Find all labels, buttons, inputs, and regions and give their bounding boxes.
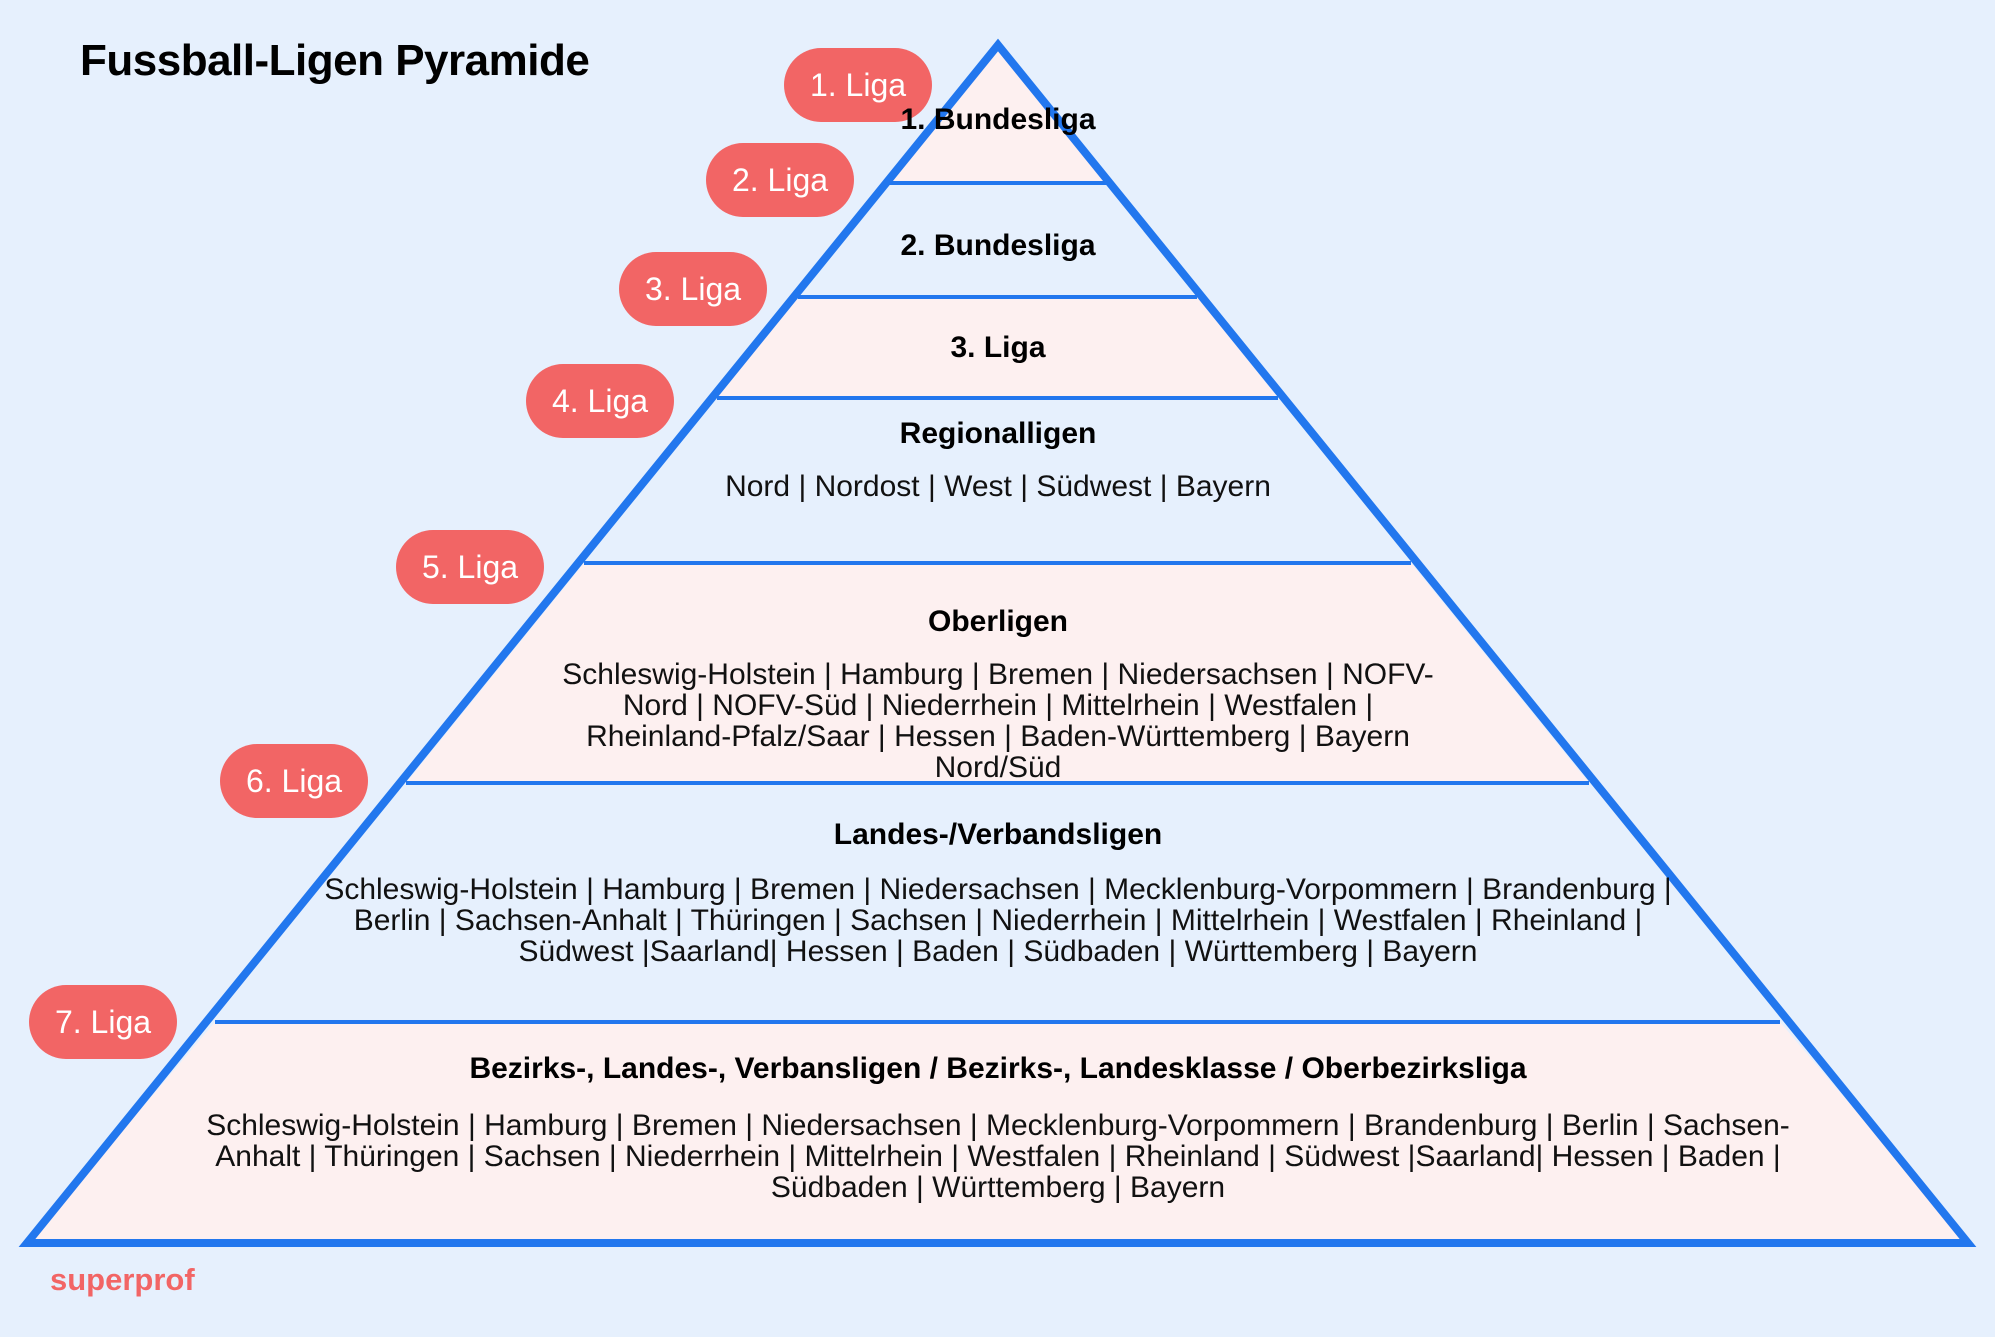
tier-4-label: Regionalligen Nord | Nordost | West | Sü… — [648, 414, 1348, 502]
tier-7-desc: Schleswig-Holstein | Hamburg | Bremen | … — [206, 1109, 1790, 1204]
tier-3-fill — [717, 297, 1278, 398]
tier-6-label: Landes-/Verbandsligen Schleswig-Holstein… — [288, 815, 1708, 967]
tier-6-fill — [215, 783, 1780, 1022]
tier-2-title: 2. Bundesliga — [900, 229, 1096, 262]
level-pill-2: 2. Liga — [706, 143, 854, 217]
tier-4-desc: Nord | Nordost | West | Südwest | Bayern — [725, 470, 1271, 503]
level-pill-4: 4. Liga — [526, 364, 674, 438]
level-pill-3: 3. Liga — [619, 252, 767, 326]
tier-2-fill — [798, 183, 1197, 297]
tier-5-title: Oberligen — [927, 605, 1069, 638]
tier-7-label: Bezirks-, Landes-, Verbansligen / Bezirk… — [173, 1049, 1823, 1203]
level-pill-6: 6. Liga — [220, 744, 368, 818]
level-pill-7: 7. Liga — [29, 985, 177, 1059]
tier-5-desc: Schleswig-Holstein | Hamburg | Bremen | … — [562, 658, 1434, 784]
tier-1-title: 1. Bundesliga — [900, 103, 1096, 136]
tier-1-label: 1. Bundesliga — [898, 100, 1098, 140]
pyramid-outline — [18, 38, 1977, 1247]
brand-logo: superprof — [50, 1262, 195, 1297]
page-title: Fussball-Ligen Pyramide — [80, 36, 590, 85]
tier-2-label: 2. Bundesliga — [848, 226, 1148, 265]
tier-4-title: Regionalligen — [899, 417, 1097, 450]
tier-3-title: 3. Liga — [950, 331, 1046, 364]
tier-5-fill — [406, 563, 1589, 783]
tier-5-label: Oberligen Schleswig-Holstein | Hamburg |… — [548, 602, 1448, 783]
tier-6-desc: Schleswig-Holstein | Hamburg | Bremen | … — [324, 873, 1672, 968]
tier-6-title: Landes-/Verbandsligen — [833, 818, 1163, 851]
tier-7-fill — [27, 1022, 1968, 1243]
tier-7-title: Bezirks-, Landes-, Verbansligen / Bezirk… — [469, 1052, 1527, 1085]
tier-4-fill — [584, 398, 1411, 563]
level-pill-5: 5. Liga — [396, 530, 544, 604]
level-pill-1: 1. Liga — [784, 48, 932, 122]
tier-1-fill — [888, 45, 1107, 183]
tier-3-label: 3. Liga — [848, 328, 1148, 367]
